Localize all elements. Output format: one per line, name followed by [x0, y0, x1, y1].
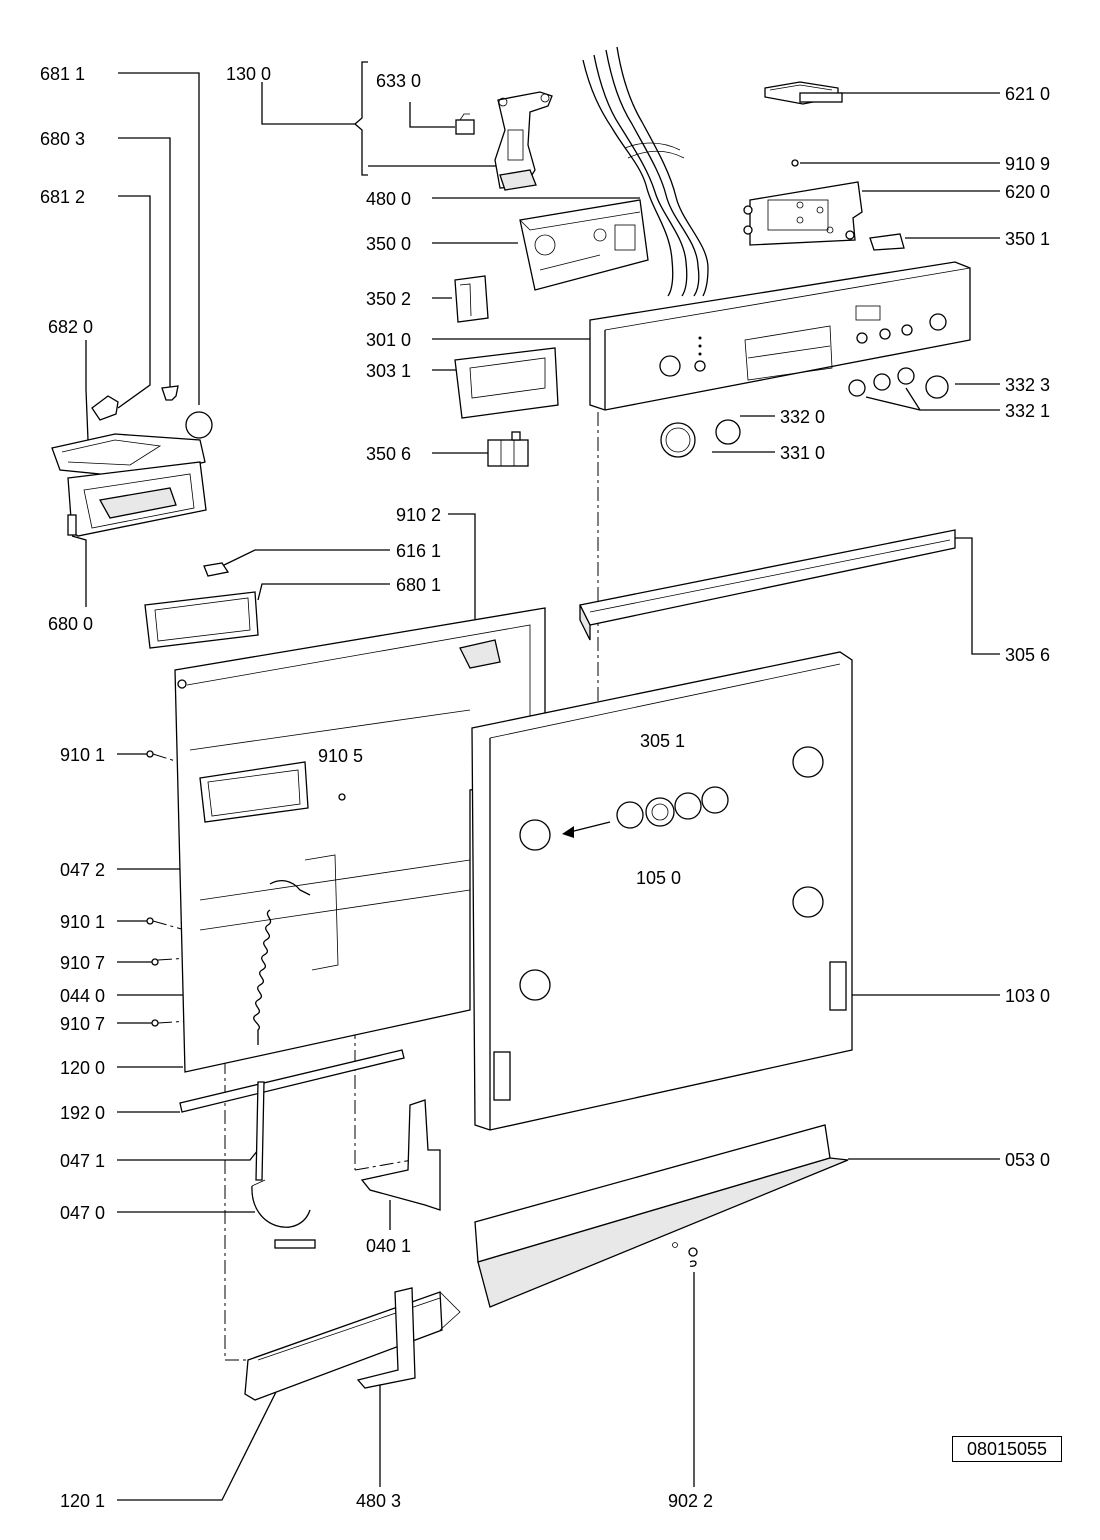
- callout-0472: 047 2: [60, 860, 105, 880]
- part-9022: [688, 1247, 698, 1267]
- part-1920: [179, 1049, 405, 1113]
- part-6812: [91, 395, 119, 421]
- callout-6801: 680 1: [396, 575, 441, 595]
- part-3506: [487, 431, 529, 467]
- callout-3500: 350 0: [366, 234, 411, 254]
- callout-0530: 053 0: [1005, 1150, 1050, 1170]
- callout-6803: 680 3: [40, 129, 85, 149]
- part-0470-hinge: [251, 1081, 316, 1249]
- part-6800-dispenser: [51, 433, 207, 537]
- part-3323: [925, 375, 949, 399]
- part-0401: [360, 1099, 441, 1211]
- callout-3501: 350 1: [1005, 229, 1050, 249]
- callout-0471: 047 1: [60, 1151, 105, 1171]
- callout-9102: 910 2: [396, 505, 441, 525]
- callout-6161: 616 1: [396, 541, 441, 561]
- callout-1200: 120 0: [60, 1058, 105, 1078]
- part-3056: [579, 529, 956, 641]
- part-9101a: [146, 750, 154, 758]
- callout-3056: 305 6: [1005, 645, 1050, 665]
- callout-9022: 902 2: [668, 1491, 713, 1511]
- callout-labels: 681 1 130 0 633 0 621 0 680 3 910 9 681 …: [40, 64, 1050, 1511]
- part-9109: [791, 159, 799, 167]
- callout-9109: 910 9: [1005, 154, 1050, 174]
- callout-0440: 044 0: [60, 986, 105, 1006]
- part-3502: [454, 275, 489, 323]
- part-6161: [203, 562, 230, 577]
- callout-3310: 331 0: [780, 443, 825, 463]
- part-6803: [161, 385, 179, 401]
- part-0440-spring: [253, 879, 311, 1045]
- callout-3321: 332 1: [1005, 401, 1050, 421]
- part-6200: [743, 181, 863, 246]
- part-0530: [474, 1124, 849, 1308]
- callout-6200: 620 0: [1005, 182, 1050, 202]
- callout-3031: 303 1: [366, 361, 411, 381]
- callout-1920: 192 0: [60, 1103, 105, 1123]
- callout-4800: 480 0: [366, 189, 411, 209]
- part-3031: [454, 347, 559, 419]
- leader-lines: [71, 61, 1000, 1501]
- part-9107a: [151, 958, 159, 966]
- part-4800-wiring: [582, 46, 709, 297]
- callout-6800: 680 0: [48, 614, 93, 634]
- part-4803: [356, 1287, 416, 1389]
- callout-3051: 305 1: [640, 731, 685, 751]
- part-6801: [144, 591, 259, 649]
- callout-1300: 130 0: [226, 64, 271, 84]
- callout-0401: 040 1: [366, 1236, 411, 1256]
- part-3010-panel: [589, 261, 971, 411]
- callout-6330: 633 0: [376, 71, 421, 91]
- callout-9101a: 910 1: [60, 745, 105, 765]
- callout-1201: 120 1: [60, 1491, 105, 1511]
- part-3500: [519, 199, 649, 291]
- part-9107b: [151, 1019, 159, 1027]
- part-3501: [869, 233, 905, 251]
- callout-1030: 103 0: [1005, 986, 1050, 1006]
- callout-6820: 682 0: [48, 317, 93, 337]
- callout-9101b: 910 1: [60, 912, 105, 932]
- callout-9107a: 910 7: [60, 953, 105, 973]
- callout-3320: 332 0: [780, 407, 825, 427]
- part-1030-outer-door: [471, 651, 853, 1131]
- part-1200-inner-door: [174, 607, 546, 1073]
- part-6811: [185, 411, 213, 439]
- callout-0470: 047 0: [60, 1203, 105, 1223]
- part-9105: [338, 793, 346, 801]
- callout-9105: 910 5: [318, 746, 363, 766]
- callout-6812: 681 2: [40, 187, 85, 207]
- part-9101b: [146, 917, 154, 925]
- part-1201: [244, 1291, 461, 1401]
- document-number: 08015055: [952, 1436, 1062, 1462]
- part-3320: [715, 419, 741, 445]
- callout-6210: 621 0: [1005, 84, 1050, 104]
- knobs: [660, 367, 949, 458]
- callout-6811: 681 1: [40, 64, 85, 84]
- part-6210: [764, 81, 843, 105]
- part-6330: [455, 113, 475, 135]
- callout-3010: 301 0: [366, 330, 411, 350]
- callout-1050: 105 0: [636, 868, 681, 888]
- callout-3323: 332 3: [1005, 375, 1050, 395]
- callout-4803: 480 3: [356, 1491, 401, 1511]
- callout-3502: 350 2: [366, 289, 411, 309]
- part-1300-latch: [494, 91, 553, 191]
- callout-3506: 350 6: [366, 444, 411, 464]
- callout-9107b: 910 7: [60, 1014, 105, 1034]
